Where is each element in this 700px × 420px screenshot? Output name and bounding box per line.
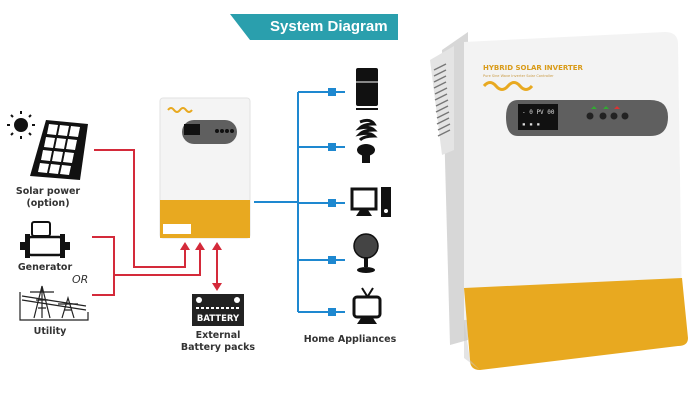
battery-icon-text: BATTERY [197, 314, 240, 324]
fan-icon [353, 233, 379, 273]
svg-text:▪ ▪ ▪: ▪ ▪ ▪ [522, 121, 540, 128]
banner-shape [230, 14, 398, 40]
tv-icon [352, 287, 382, 324]
battery-icon: BATTERY [192, 294, 244, 326]
plug-icons [328, 88, 336, 316]
vent-icon [430, 46, 454, 155]
load-lines [254, 91, 345, 313]
svg-text:- 0 PV 00: - 0 PV 00 [522, 109, 555, 116]
small-inverter [159, 97, 251, 239]
solar-power-label: Solar power (option) [8, 186, 88, 210]
utility-label: Utility [33, 326, 67, 337]
generator-icon [20, 221, 70, 258]
ac-input-lines [92, 149, 218, 296]
system-diagram-banner: System Diagram [230, 14, 398, 40]
light-bulb-icon [355, 118, 378, 163]
arrow-heads [180, 242, 222, 291]
sun-icon [7, 111, 35, 139]
solar-label-line1: Solar power [15, 186, 81, 197]
home-appliances-label: Home Appliances [303, 334, 397, 345]
generator-label: Generator [17, 262, 73, 273]
solar-label-line2: (option) [26, 198, 70, 209]
or-label: OR [72, 273, 89, 286]
computer-icon [350, 187, 391, 217]
system-diagram: BATTERY [7, 68, 391, 326]
battery-label-line2: Battery packs [180, 342, 256, 353]
refrigerator-icon [356, 68, 378, 110]
solar-panel-icon [30, 120, 88, 180]
power-tower-icon [19, 285, 89, 321]
battery-label: External Battery packs [178, 330, 258, 354]
banner-title: System Diagram [270, 18, 388, 35]
sine-wave-icon [482, 81, 534, 91]
product-subtitle: Pure Sine Wave Inverter Solar Controller [483, 74, 554, 78]
product-brand: HYBRID SOLAR INVERTER [483, 64, 583, 72]
battery-label-line1: External [195, 330, 241, 341]
hybrid-inverter-product: - 0 PV 00 ▪ ▪ ▪ HYBRID SOLAR INVERTER Pur… [430, 32, 688, 370]
